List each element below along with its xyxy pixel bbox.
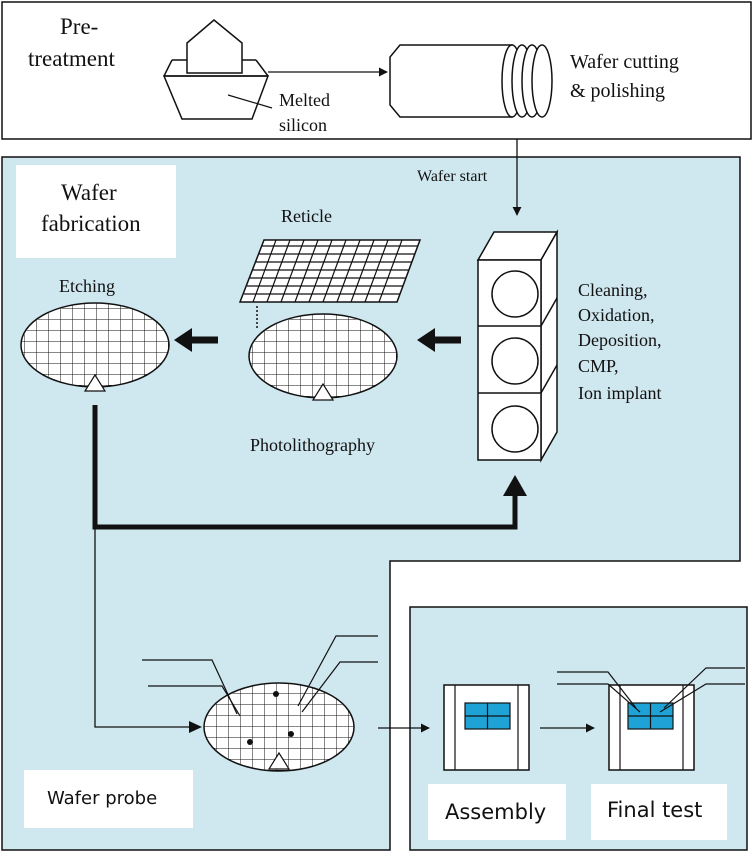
process-step-label: Ion implant (578, 383, 662, 403)
process-step-label: Cleaning, (578, 280, 648, 300)
crucible-icon (162, 19, 273, 120)
photolithography-label: Photolithography (250, 435, 375, 455)
etching-label: Etching (59, 276, 115, 296)
pretreatment-label: treatment (28, 46, 115, 71)
arrow-to-etching (174, 328, 218, 352)
feedback-loop-arrow (92, 405, 527, 530)
package-icon (443, 684, 530, 771)
arrow-to-photolithography (417, 328, 461, 352)
wafer-fab-label: Wafer (61, 180, 117, 205)
test-probes (557, 667, 745, 713)
assembly-box (428, 784, 566, 840)
package-icon (608, 684, 695, 771)
melted-silicon-label: silicon (279, 115, 327, 135)
assembly-label: Assembly (445, 800, 547, 824)
final-test-label: Final test (607, 798, 703, 822)
wafer-icon (20, 302, 170, 392)
process-tool-icon (476, 229, 559, 463)
wafer-icon (248, 313, 398, 401)
pretreatment-label: Pre- (60, 14, 99, 39)
process-step-label: CMP, (578, 356, 619, 376)
wafer-fab-title-box (16, 165, 176, 258)
wafer-probe-label: Wafer probe (47, 788, 158, 809)
wafer-fab-label: fabrication (41, 211, 141, 236)
wafer-icon (203, 682, 355, 772)
silicon-ingot-icon (389, 44, 553, 118)
melted-silicon-label: Melted (279, 90, 330, 110)
wafer-start-label: Wafer start (417, 168, 488, 185)
probe-needles (142, 635, 378, 717)
final-test-box (591, 784, 727, 840)
process-step-label: Oxidation, (578, 305, 655, 325)
wafer-cutting-label: & polishing (570, 80, 666, 102)
pretreatment-frame (1, 1, 752, 140)
wafer-probe-box (24, 770, 193, 828)
reticle-icon (238, 239, 422, 330)
wafer-cutting-label: Wafer cutting (570, 51, 679, 73)
process-step-label: Deposition, (578, 330, 662, 350)
arrow-to-wafer-probe (94, 527, 202, 733)
reticle-label: Reticle (281, 206, 332, 226)
